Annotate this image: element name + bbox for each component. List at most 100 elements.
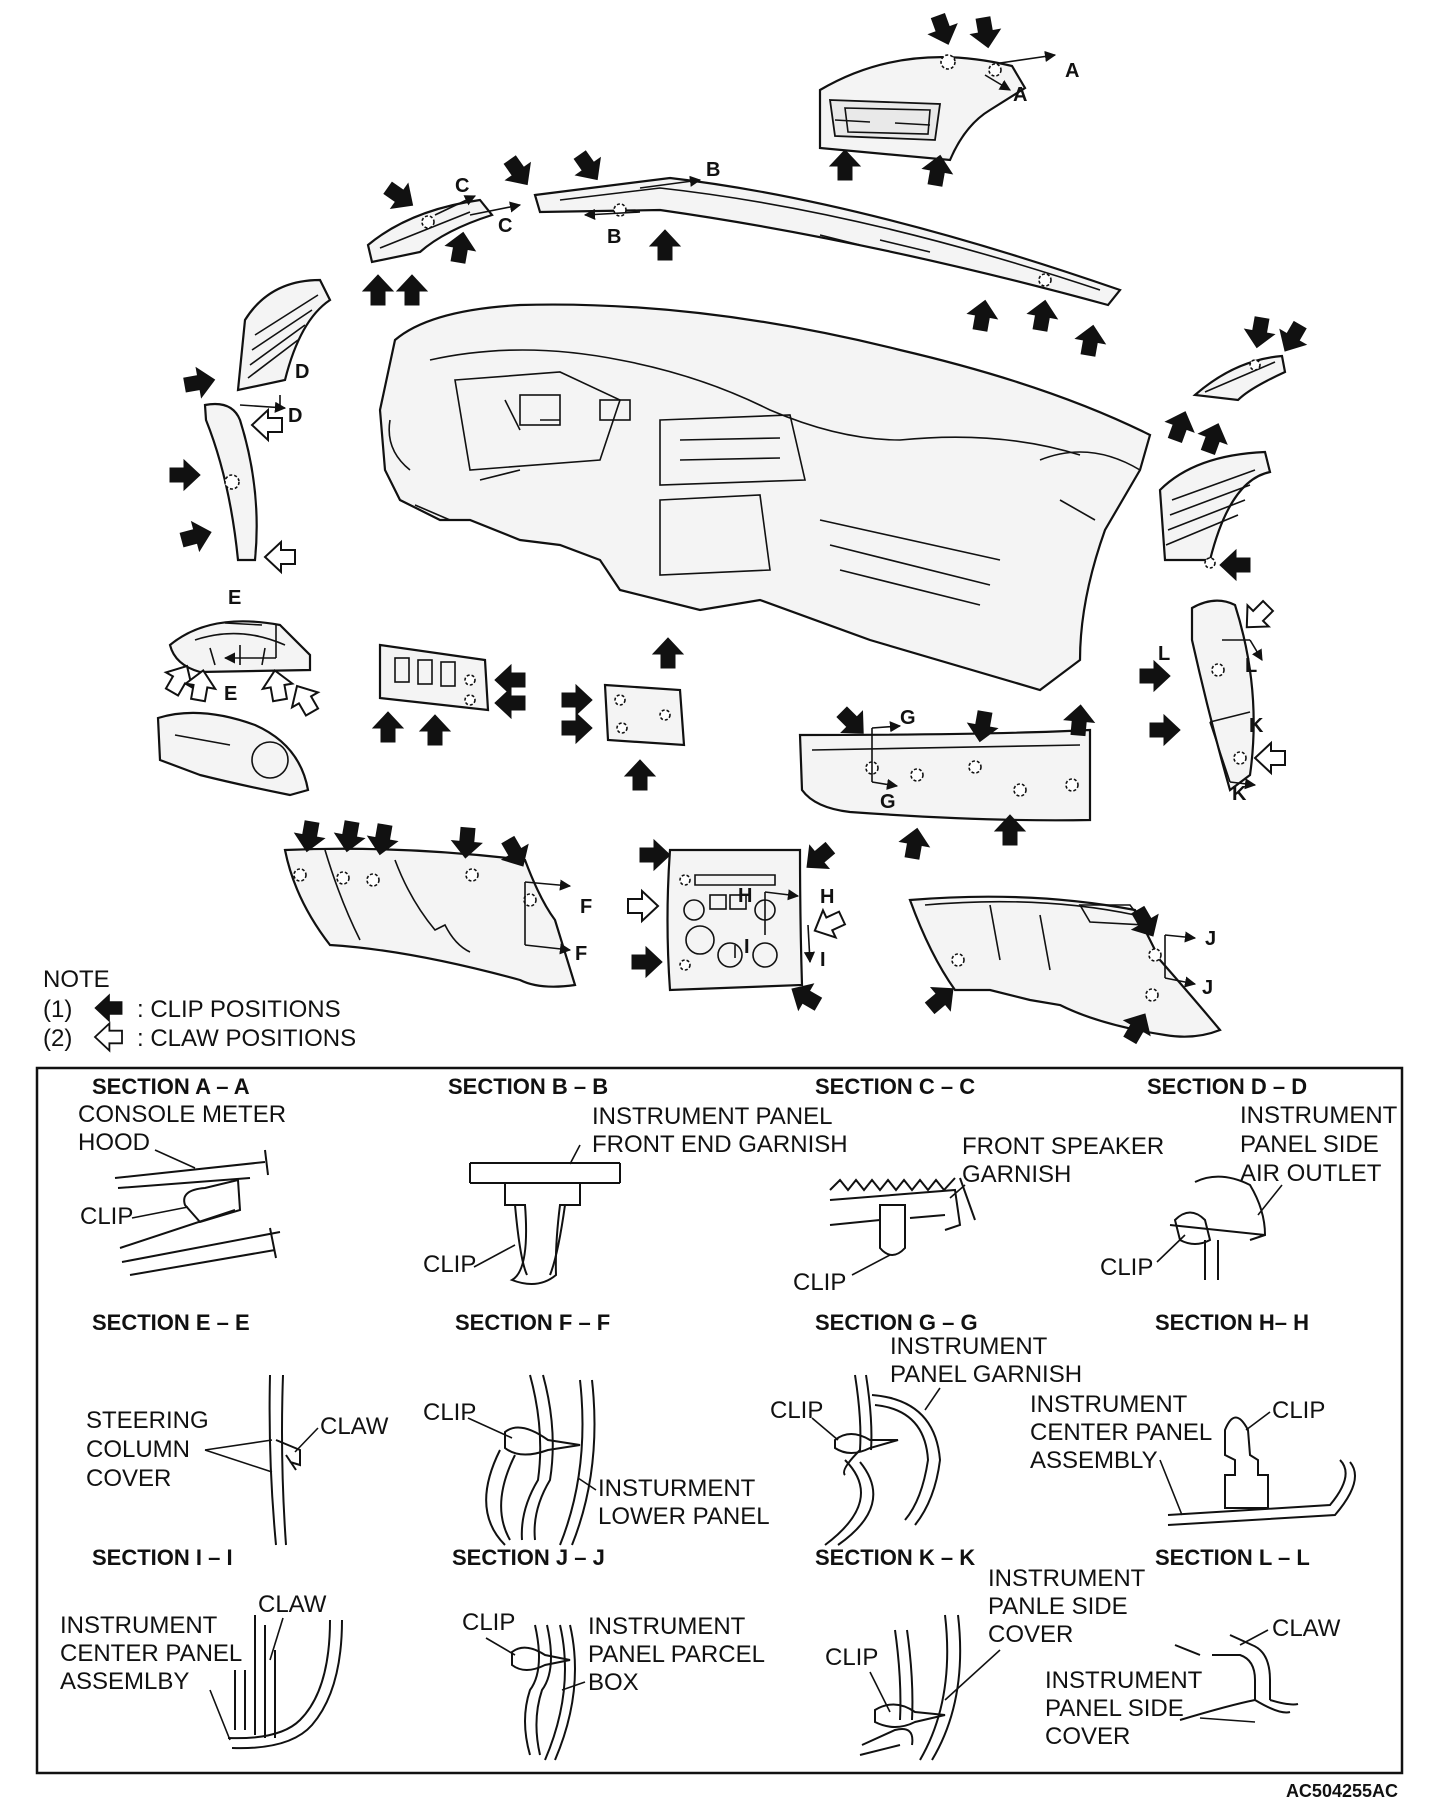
section-letter-f: F — [580, 896, 592, 918]
section-label: FRONT SPEAKER — [962, 1133, 1164, 1160]
section-label: INSTRUMENT — [1045, 1667, 1203, 1694]
section-letter-h: H — [738, 885, 752, 907]
section-label: CENTER PANEL — [1030, 1419, 1212, 1446]
claw-arrow-icon — [1254, 742, 1286, 774]
section-label: PANEL SIDE — [1045, 1695, 1184, 1722]
section-letter-a: A — [1013, 84, 1027, 106]
clip-arrow-icon — [169, 459, 201, 491]
section-title: SECTION F – F — [455, 1310, 610, 1335]
section-letter-l: L — [1158, 643, 1170, 665]
section-letter-c: C — [498, 215, 512, 237]
clip-arrow-icon — [497, 150, 540, 194]
side-air-outlet-right — [1158, 450, 1272, 581]
section-letter-d: D — [288, 405, 302, 427]
section-j-j: SECTION J – J CLIP INSTRUMENT PANEL PARC… — [452, 1545, 765, 1761]
section-title: SECTION D – D — [1147, 1074, 1307, 1099]
section-letter-i: I — [820, 949, 826, 971]
section-letter-c: C — [455, 175, 469, 197]
note-item-1-text: : CLIP POSITIONS — [137, 996, 341, 1023]
clip-arrow-icon — [494, 687, 526, 719]
outline-arrow-icon — [94, 1022, 123, 1052]
switch-panel — [372, 643, 526, 746]
instrument-panel-garnish: G G — [798, 700, 1097, 862]
instrument-panel-body — [378, 303, 1152, 692]
bracket-cover — [561, 637, 686, 791]
section-k-k: SECTION K – K INSTRUMENT PANLE SIDE COVE… — [815, 1545, 1146, 1761]
section-letter-j: J — [1205, 928, 1216, 950]
section-d-d: SECTION D – D INSTRUMENT PANEL SIDE AIR … — [1100, 1074, 1398, 1281]
section-label: CLIP — [80, 1203, 133, 1230]
section-title: SECTION E – E — [92, 1310, 250, 1335]
section-letter-d: D — [295, 361, 309, 383]
section-letter-e: E — [228, 587, 241, 609]
claw-arrow-icon — [627, 890, 659, 922]
clip-arrow-icon — [561, 684, 593, 716]
section-label: CLIP — [825, 1644, 878, 1671]
section-label: PANEL GARNISH — [890, 1361, 1082, 1388]
section-label: PANEL SIDE — [1240, 1131, 1379, 1158]
clip-arrow-icon — [1160, 406, 1200, 446]
clip-arrow-icon — [419, 714, 451, 746]
clip-arrow-icon — [896, 825, 933, 862]
solid-arrow-icon — [94, 994, 123, 1022]
section-label: ASSEMLBY — [60, 1668, 189, 1695]
clip-arrow-icon — [1193, 418, 1233, 458]
clip-arrow-icon — [396, 274, 428, 306]
section-label: CLIP — [1100, 1254, 1153, 1281]
clip-arrow-icon — [967, 14, 1004, 51]
section-label: COLUMN — [86, 1436, 190, 1463]
section-label: COVER — [1045, 1723, 1130, 1750]
note-item-2-text: : CLAW POSITIONS — [137, 1025, 356, 1052]
section-label: CONSOLE METER — [78, 1101, 286, 1128]
clip-arrow-icon — [442, 229, 479, 266]
section-title: SECTION L – L — [1155, 1545, 1310, 1570]
clip-arrow-icon — [1149, 714, 1181, 746]
section-l-l: SECTION L – L CLAW INSTRUMENT PANEL SIDE… — [1045, 1545, 1341, 1750]
section-letter-g: G — [900, 707, 916, 729]
console-meter-hood: A A — [818, 10, 1079, 189]
section-title: SECTION G – G — [815, 1310, 978, 1335]
section-label: INSTRUMENT — [890, 1333, 1048, 1360]
clip-arrow-icon — [652, 637, 684, 669]
section-label: INSTRUMENT — [588, 1613, 746, 1640]
section-title: SECTION H– H — [1155, 1310, 1309, 1335]
clip-arrow-icon — [561, 712, 593, 744]
section-label: INSTRUMENT — [1030, 1391, 1188, 1418]
section-a-a: SECTION A – A CONSOLE METER HOOD CLIP — [78, 1074, 286, 1276]
section-label: STEERING — [86, 1407, 209, 1434]
clip-arrow-icon — [181, 364, 218, 401]
clip-arrow-icon — [1139, 660, 1171, 692]
note-item-2-number: (2) — [43, 1025, 72, 1052]
section-f-f: SECTION F – F CLIP INSTURMENT LOWER PANE… — [423, 1310, 770, 1546]
section-letter-b: B — [706, 159, 720, 181]
note-title: NOTE — [43, 966, 110, 993]
front-speaker-garnish-left: C C — [362, 175, 522, 306]
section-label: HOOD — [78, 1129, 150, 1156]
claw-arrow-icon — [259, 666, 296, 704]
section-letter-l: L — [1245, 655, 1257, 677]
section-letter-e: E — [224, 683, 237, 705]
side-cover-right: L L K K — [1139, 594, 1286, 805]
side-cover-left — [169, 402, 296, 573]
section-i-i: SECTION I – I INSTRUMENT CENTER PANEL AS… — [60, 1545, 343, 1750]
section-g-g: SECTION G – G INSTRUMENT PANEL GARNISH C… — [770, 1310, 1082, 1546]
section-title: SECTION A – A — [92, 1074, 250, 1099]
section-label: INSTRUMENT — [1240, 1102, 1398, 1129]
section-label: BOX — [588, 1669, 639, 1696]
section-label: INSTURMENT — [598, 1475, 756, 1502]
clip-arrow-icon — [1072, 322, 1109, 359]
claw-arrow-icon — [807, 903, 850, 946]
section-label: CLIP — [462, 1609, 515, 1636]
section-label: CENTER PANEL — [60, 1640, 242, 1667]
instrument-center-panel-assembly: H H I I — [627, 836, 850, 1018]
section-label: CLIP — [793, 1269, 846, 1296]
section-label: PANLE SIDE — [988, 1593, 1128, 1620]
section-label: CLAW — [1272, 1615, 1341, 1642]
figure-id: AC504255AC — [1286, 1781, 1398, 1801]
clip-arrow-icon — [1219, 549, 1251, 581]
clip-arrow-icon — [372, 711, 404, 743]
section-label: CLIP — [423, 1251, 476, 1278]
section-label: GARNISH — [962, 1161, 1071, 1188]
section-label: INSTRUMENT — [988, 1565, 1146, 1592]
clip-arrow-icon — [639, 839, 671, 871]
